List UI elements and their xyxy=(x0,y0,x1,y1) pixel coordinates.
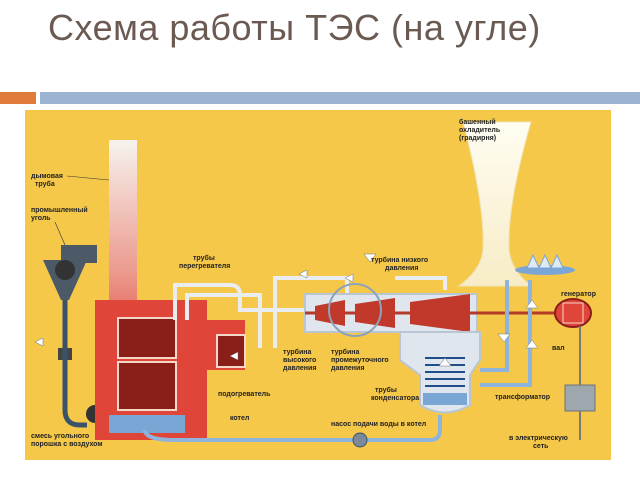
slide-title: Схема работы ТЭС (на угле) xyxy=(48,7,541,48)
label-transformer: трансформатор xyxy=(495,394,550,401)
coal-feed-pipe xyxy=(62,300,87,428)
boiler-water-drum xyxy=(109,415,185,433)
steam-pipes xyxy=(173,276,447,348)
label-shaft: вал xyxy=(552,345,565,352)
transformer xyxy=(564,384,596,412)
boiler-coils xyxy=(117,361,177,411)
label-generator: генератор xyxy=(561,291,596,298)
coal-hopper xyxy=(43,245,97,360)
pointer-chimney xyxy=(66,175,110,181)
hp-turbine-housing xyxy=(328,283,382,337)
label-heater: подогреватель xyxy=(218,391,271,398)
flow-arrows xyxy=(34,253,539,367)
feed-water-pump xyxy=(352,432,368,448)
water-pipes xyxy=(143,280,532,442)
heater-coils xyxy=(216,334,246,368)
superheater-coils xyxy=(117,317,177,359)
title-accent-bar-orange xyxy=(0,92,36,104)
condenser-water xyxy=(423,393,467,405)
pointer-coal xyxy=(54,221,66,246)
tower-spray-nozzles xyxy=(526,253,564,269)
label-boiler: котел xyxy=(230,415,249,422)
label-pump: насос подачи воды в котел xyxy=(331,421,426,428)
title-accent-bar-blue xyxy=(40,92,640,104)
generator xyxy=(554,298,592,328)
